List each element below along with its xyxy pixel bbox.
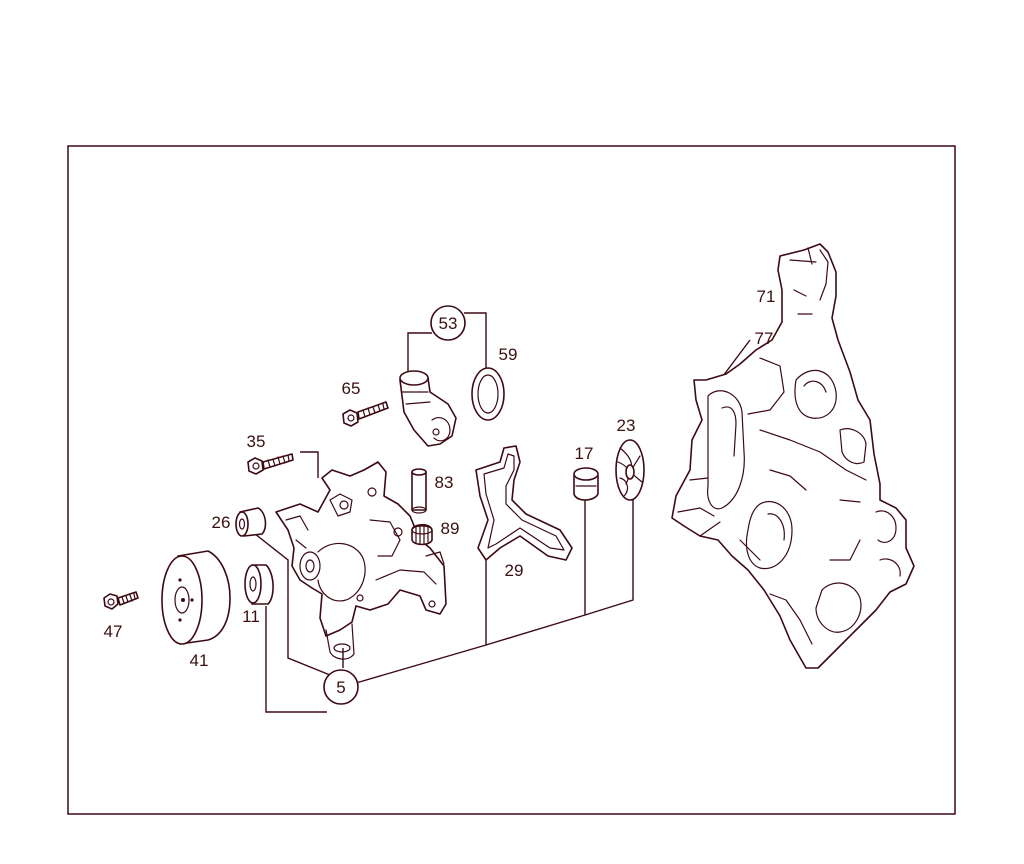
impeller-23: [615, 439, 645, 501]
callout-71: 71: [757, 287, 776, 306]
callout-59: 59: [499, 345, 518, 364]
callout-41: 41: [190, 651, 209, 670]
o-ring-59: [471, 367, 505, 421]
callout-53: 53: [439, 314, 458, 333]
pin-83: [411, 468, 427, 514]
callout-35: 35: [247, 432, 266, 451]
callout-17: 17: [575, 444, 594, 463]
sleeve-26: [235, 507, 267, 537]
callout-labels: 53 5 59 65 35 23 17 83 89 26 29 11 47 41…: [104, 287, 776, 697]
callout-29: 29: [505, 561, 524, 580]
callout-83: 83: [435, 473, 454, 492]
clamp-89: [411, 523, 433, 546]
seal-17: [573, 467, 599, 501]
hub-11: [244, 564, 274, 605]
callout-5-circle: [323, 669, 359, 705]
thermostat-housing-53: [399, 370, 457, 447]
callout-26: 26: [212, 513, 231, 532]
callout-23: 23: [617, 416, 636, 435]
water-pump-body-5: [275, 461, 447, 660]
timing-cover: [671, 243, 915, 669]
bolt-65: [342, 401, 389, 427]
callout-53-circle: [430, 305, 466, 341]
callout-65: 65: [342, 379, 361, 398]
bolt-47: [103, 591, 139, 610]
bolt-35: [247, 453, 294, 475]
leader-lines: [249, 312, 751, 713]
callout-89: 89: [441, 519, 460, 538]
callout-5: 5: [336, 678, 345, 697]
diagram-frame: [67, 145, 956, 815]
callout-77: 77: [755, 329, 774, 348]
callout-47: 47: [104, 622, 123, 641]
pulley-41: [161, 550, 231, 645]
callout-11: 11: [242, 607, 260, 626]
gasket-29: [475, 445, 573, 561]
